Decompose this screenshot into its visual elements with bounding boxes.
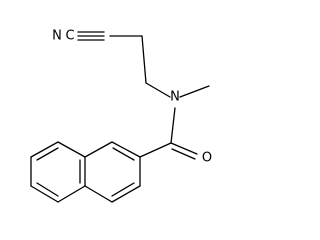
bond-amide-n-to-methyl (179, 85, 210, 98)
bond-carbonyl-c-to-ring (139, 142, 172, 158)
nitrile-nitrogen-label: N (52, 29, 62, 44)
bond-ch2-to-amide-n (145, 82, 171, 98)
amide-nitrogen-label: N (170, 90, 180, 105)
nitrile-carbon-label: C (65, 29, 74, 44)
naphthalene-right-ring (84, 141, 141, 203)
carbonyl-oxygen-label: O (202, 151, 212, 166)
bond-ch2-to-ch2 (141, 35, 147, 84)
naphthalene-left-ring (30, 141, 86, 203)
nitrile-triple-bond (77, 31, 105, 41)
bond-amide-n-to-carbonyl-c (170, 107, 176, 144)
carbonyl-double-bond (170, 142, 198, 160)
chemical-structure-diagram: C N N O (30, 29, 212, 203)
